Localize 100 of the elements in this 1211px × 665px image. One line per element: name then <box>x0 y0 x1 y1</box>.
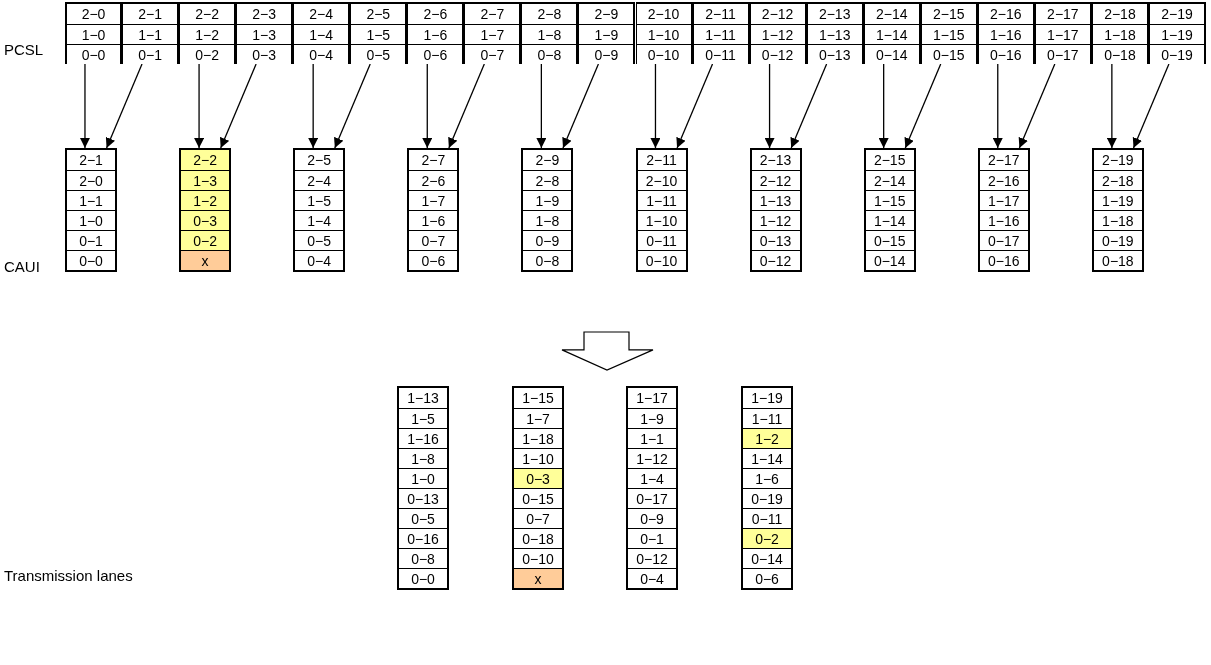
arrow <box>904 63 942 149</box>
table-cell: 1−10 <box>635 24 691 44</box>
arrow <box>194 63 205 149</box>
lane-stack <box>977 148 1030 272</box>
lane-stack <box>749 148 802 272</box>
arrow <box>1018 63 1056 149</box>
lane-column <box>749 2 807 64</box>
table-cell: 0−3 <box>236 44 292 64</box>
arrow <box>79 63 90 149</box>
lane-stack <box>626 386 678 590</box>
lane-stack <box>1091 148 1144 272</box>
lane-column <box>521 2 579 64</box>
table-cell: 0−7 <box>464 44 520 64</box>
table-cell: 0−19 <box>1148 44 1204 64</box>
arrow <box>1132 63 1170 149</box>
lane-stack <box>635 148 688 272</box>
table-cell: 1−18 <box>1091 24 1147 44</box>
table-cell: 0−2 <box>181 230 230 250</box>
table-cell: x <box>181 250 230 270</box>
block-arrow <box>561 331 654 371</box>
arrow <box>448 63 485 149</box>
table-cell: 0−9 <box>578 44 634 64</box>
table-cell: 1−6 <box>407 24 463 44</box>
arrow <box>562 63 600 149</box>
table-cell: 0−13 <box>806 44 862 64</box>
lane-column <box>65 2 123 64</box>
lane-column <box>122 2 180 64</box>
table-cell: 1−9 <box>578 24 634 44</box>
lane-column <box>578 2 636 64</box>
lane-column <box>692 2 750 64</box>
lane-stack <box>179 148 232 272</box>
table-cell: 1−11 <box>692 24 748 44</box>
arrow <box>105 63 143 149</box>
table-cell: 0−4 <box>293 44 349 64</box>
row-label: Transmission lanes <box>4 567 133 584</box>
table-cell: 1−5 <box>350 24 406 44</box>
table-cell: 0−11 <box>692 44 748 64</box>
lane-stack <box>521 148 574 272</box>
lane-column <box>920 2 978 64</box>
table-cell: 0−10 <box>635 44 691 64</box>
lane-column <box>635 2 693 64</box>
arrow <box>650 63 661 149</box>
table-cell: 1−19 <box>1148 24 1204 44</box>
table-cell: 1−17 <box>1034 24 1090 44</box>
table-cell: 1−3 <box>181 170 230 190</box>
lane-stack <box>512 386 564 590</box>
lane-stack <box>397 386 449 590</box>
table-cell: 1−2 <box>743 428 791 448</box>
lane-stack <box>65 148 117 272</box>
table-cell: 0−8 <box>521 44 577 64</box>
lane-column <box>977 2 1035 64</box>
arrow <box>334 63 371 149</box>
table-cell: 1−12 <box>749 24 805 44</box>
table-cell: 0−15 <box>920 44 976 64</box>
table-cell: 1−2 <box>179 24 235 44</box>
table-cell: 1−16 <box>977 24 1033 44</box>
table-cell: 0−2 <box>179 44 235 64</box>
table-cell: 1−15 <box>920 24 976 44</box>
row-label: CAUI <box>4 258 40 275</box>
lane-column <box>350 2 408 64</box>
lane-stack <box>741 386 793 590</box>
table-cell: 0−3 <box>181 210 230 230</box>
table-cell: 1−2 <box>181 190 230 210</box>
table-cell: 0−5 <box>350 44 406 64</box>
lane-stack <box>863 148 916 272</box>
table-cell: 1−14 <box>863 24 919 44</box>
table-cell: 0−6 <box>407 44 463 64</box>
arrow <box>878 63 889 149</box>
lane-column <box>863 2 921 64</box>
table-cell: x <box>514 568 562 588</box>
lane-stack <box>293 148 346 272</box>
table-cell: 0−0 <box>67 44 121 64</box>
table-cell: 0−3 <box>514 468 562 488</box>
lane-column <box>464 2 522 64</box>
lane-column <box>1091 2 1149 64</box>
arrow <box>308 63 319 149</box>
table-cell: 1−1 <box>122 24 178 44</box>
table-cell: 1−4 <box>293 24 349 44</box>
arrow <box>536 63 547 149</box>
table-cell: 0−2 <box>743 528 791 548</box>
table-cell: 0−1 <box>122 44 178 64</box>
lane-column <box>236 2 294 64</box>
lane-column <box>1148 2 1206 64</box>
arrow <box>992 63 1003 149</box>
arrow <box>220 63 257 149</box>
arrow <box>764 63 775 149</box>
table-cell: 0−14 <box>863 44 919 64</box>
table-cell: 0−12 <box>749 44 805 64</box>
arrow <box>1106 63 1117 149</box>
arrow <box>676 63 714 149</box>
lane-column <box>407 2 465 64</box>
lane-column <box>806 2 864 64</box>
arrow <box>422 63 433 149</box>
table-cell: 0−16 <box>977 44 1033 64</box>
table-cell: 0−17 <box>1034 44 1090 64</box>
row-label: PCSL <box>4 41 44 58</box>
table-cell: 2−2 <box>181 150 230 170</box>
table-cell: 1−3 <box>236 24 292 44</box>
lane-column <box>179 2 237 64</box>
table-cell: 1−13 <box>806 24 862 44</box>
